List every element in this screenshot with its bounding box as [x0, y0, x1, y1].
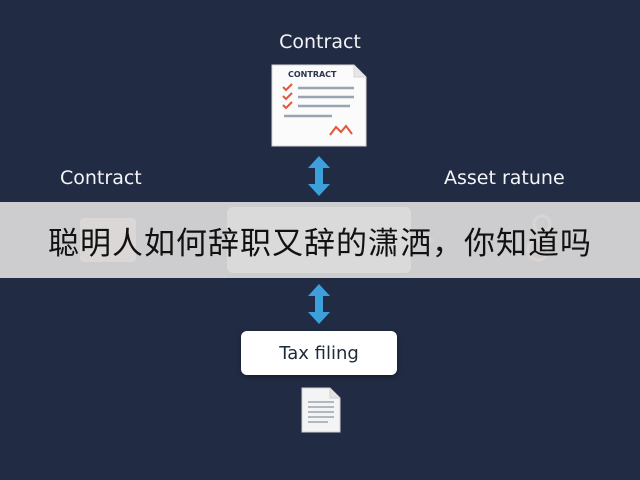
- tax-filing-box: Tax filing: [241, 331, 397, 375]
- tax-filing-label: Tax filing: [279, 342, 359, 364]
- contract-title: Contract: [279, 31, 361, 53]
- contract-doc-header: CONTRACT: [288, 70, 337, 79]
- banner-text: 聪明人如何辞职又辞的潇洒，你知道吗: [48, 225, 592, 262]
- right-asset-label: Asset ratune: [444, 167, 565, 189]
- double-arrow-icon: [308, 284, 330, 324]
- contract-document-icon: CONTRACT: [271, 64, 367, 147]
- double-arrow-icon: [308, 156, 330, 196]
- document-icon: [301, 387, 341, 433]
- overlay-banner: 聪明人如何辞职又辞的潇洒，你知道吗: [0, 202, 640, 278]
- left-contract-label: Contract: [60, 167, 142, 189]
